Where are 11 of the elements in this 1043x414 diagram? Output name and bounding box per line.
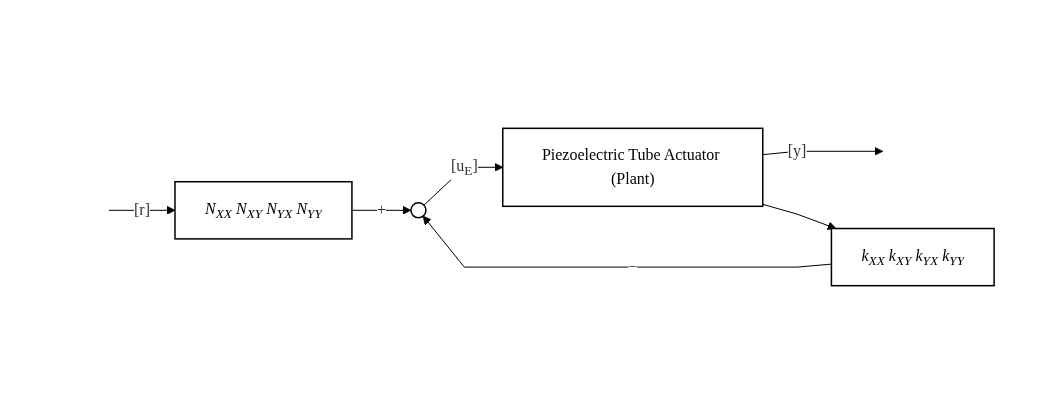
arrow	[351, 205, 412, 215]
edge-label: [r]	[133, 201, 150, 219]
edge-label: +	[376, 201, 386, 219]
edge-label: [u$_{E}$]	[450, 156, 478, 178]
node-box: Piezoelectric Tube Actuator (Plant)	[501, 127, 764, 208]
arrow	[422, 215, 832, 268]
edge-label: [y]	[787, 142, 807, 160]
node-circle	[410, 202, 427, 219]
arrow	[762, 203, 837, 230]
arrow	[762, 146, 884, 156]
edge-label: −	[628, 258, 638, 276]
